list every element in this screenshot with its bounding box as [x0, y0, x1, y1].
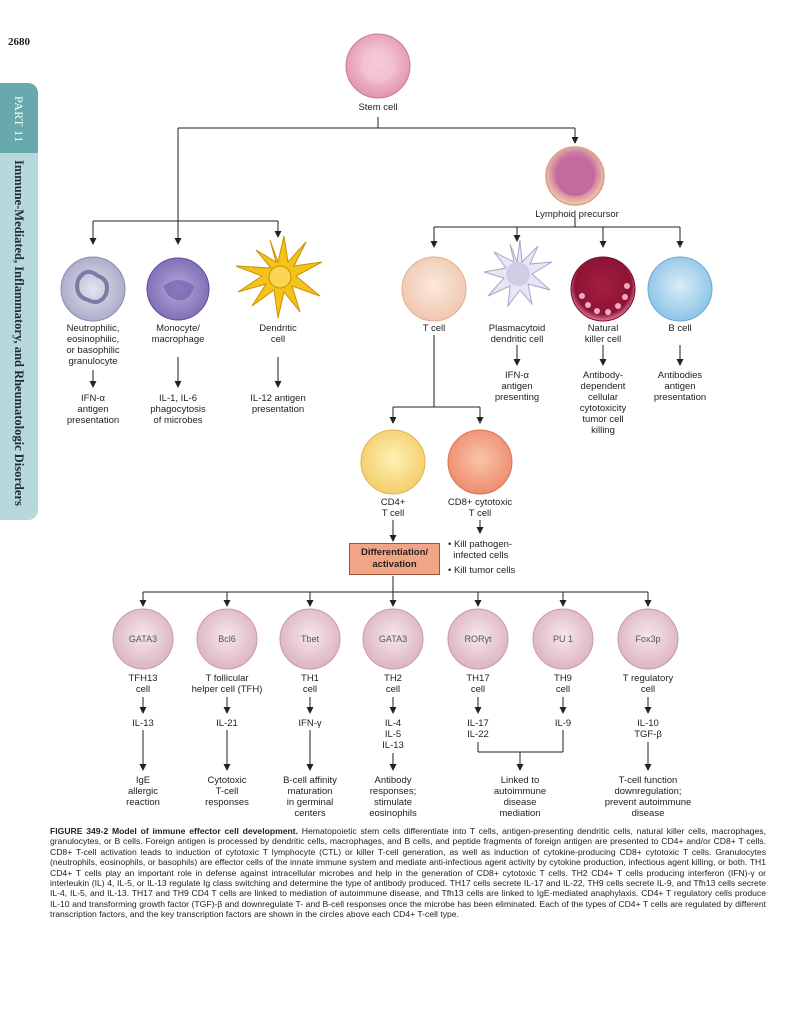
- subset-name: TH1 cell: [301, 673, 319, 695]
- granulocyte-function: IFN-α antigen presentation: [66, 393, 120, 426]
- sidebar-part-label: PART 11: [12, 96, 26, 143]
- treg-cell-icon: [617, 608, 679, 670]
- granulocyte-label: Neutrophilic, eosinophilic, or basophili…: [66, 323, 120, 367]
- sidebar-section-title: Immune-Mediated, Inflammatory, and Rheum…: [12, 160, 26, 506]
- nk-cell-label: Natural killer cell: [584, 323, 622, 345]
- granulocyte-icon: [60, 256, 126, 322]
- cytokine-label: IL-17 IL-22: [467, 718, 489, 740]
- nk-function: Antibody- dependent cellular cytotoxicit…: [579, 370, 627, 436]
- plasmacytoid-function: IFN-α antigen presenting: [494, 370, 540, 403]
- cd8-t-cell-icon: [447, 429, 513, 495]
- outcome-label: Antibody responses; stimulate eosinophil…: [369, 775, 417, 819]
- th2-cell-icon: [362, 608, 424, 670]
- monocyte-function: IL-1, IL-6 phagocytosis of microbes: [150, 393, 206, 426]
- outcome-label: Linked to autoimmune disease mediation: [493, 775, 547, 819]
- tfh13-cell-icon: [112, 608, 174, 670]
- outcome-label: T-cell function downregulation; prevent …: [604, 775, 692, 819]
- natural-killer-cell-icon: [570, 256, 636, 322]
- tf-label: GATA3: [378, 634, 408, 644]
- monocyte-icon: [146, 257, 210, 321]
- th1-cell-icon: [279, 608, 341, 670]
- t-cell-icon: [401, 256, 467, 322]
- differentiation-box: Differentiation/ activation: [349, 543, 440, 575]
- subset-name: TFH13 cell: [128, 673, 158, 695]
- tf-label: Fox3p: [635, 634, 661, 644]
- th9-cell-icon: [532, 608, 594, 670]
- page-number: 2680: [8, 36, 30, 48]
- cytokine-label: IFN-γ: [298, 718, 322, 729]
- tf-label: PU 1: [552, 634, 574, 644]
- outcome-label: Cytotoxic T-cell responses: [205, 775, 249, 808]
- cd8-effects: • Kill pathogen- infected cells • Kill t…: [448, 539, 515, 580]
- outcome-label: B-cell affinity maturation in germinal c…: [283, 775, 337, 819]
- cd8-effect-item: • Kill tumor cells: [448, 565, 516, 576]
- caption-label: FIGURE 349-2 Model of immune effector ce…: [50, 826, 299, 836]
- dendritic-cell-icon: [235, 235, 323, 319]
- plasmacytoid-label: Plasmacytoid dendritic cell: [488, 323, 546, 345]
- cd4-t-cell-icon: [360, 429, 426, 495]
- connector-lines: [89, 117, 684, 771]
- cytokine-label: IL-21: [216, 718, 238, 729]
- b-cell-label: B cell: [668, 323, 692, 334]
- tf-label: RORγt: [464, 634, 492, 644]
- cytokine-label: IL-13: [132, 718, 154, 729]
- cytokine-label: IL-10 TGF-β: [634, 718, 662, 740]
- cytokine-label: IL-4 IL-5 IL-13: [382, 718, 404, 751]
- th17-cell-icon: [447, 608, 509, 670]
- tf-label: Tbet: [300, 634, 320, 644]
- subset-name: TH17 cell: [466, 673, 490, 695]
- sidebar-part-block: [0, 83, 38, 153]
- cytokine-label: IL-9: [554, 718, 572, 729]
- outcome-label: IgE allergic reaction: [126, 775, 160, 808]
- monocyte-label: Monocyte/ macrophage: [151, 323, 205, 345]
- dendritic-function: IL-12 antigen presentation: [250, 393, 306, 415]
- stem-cell-icon: [345, 33, 411, 99]
- sidebar-tab: [0, 83, 38, 520]
- plasmacytoid-dendritic-cell-icon: [483, 239, 553, 308]
- b-cell-function: Antibodies antigen presentation: [653, 370, 707, 403]
- tf-label: GATA3: [128, 634, 158, 644]
- dendritic-cell-label: Dendritic cell: [259, 323, 297, 345]
- lymphoid-precursor-label: Lymphoid precursor: [535, 209, 619, 220]
- cd4-label: CD4+ T cell: [380, 497, 406, 519]
- subset-name: T follicular helper cell (TFH): [191, 673, 263, 695]
- cd8-effect-item: • Kill pathogen- infected cells: [448, 539, 513, 561]
- subset-cells: [112, 608, 679, 670]
- cell-diagram: [60, 33, 713, 771]
- lymphoid-precursor-icon: [545, 146, 605, 206]
- cd8-label: CD8+ cytotoxic T cell: [447, 497, 513, 519]
- tfh-cell-icon: [196, 608, 258, 670]
- t-cell-label: T cell: [422, 323, 446, 334]
- figure-caption: FIGURE 349-2 Model of immune effector ce…: [50, 826, 766, 920]
- caption-text: Hematopoietic stem cells differentiate i…: [50, 826, 766, 920]
- subset-name: TH2 cell: [384, 673, 402, 695]
- tf-label: Bcl6: [218, 634, 236, 644]
- subset-name: TH9 cell: [554, 673, 572, 695]
- subset-name: T regulatory cell: [622, 673, 674, 695]
- stem-cell-label: Stem cell: [358, 102, 398, 113]
- b-cell-icon: [647, 256, 713, 322]
